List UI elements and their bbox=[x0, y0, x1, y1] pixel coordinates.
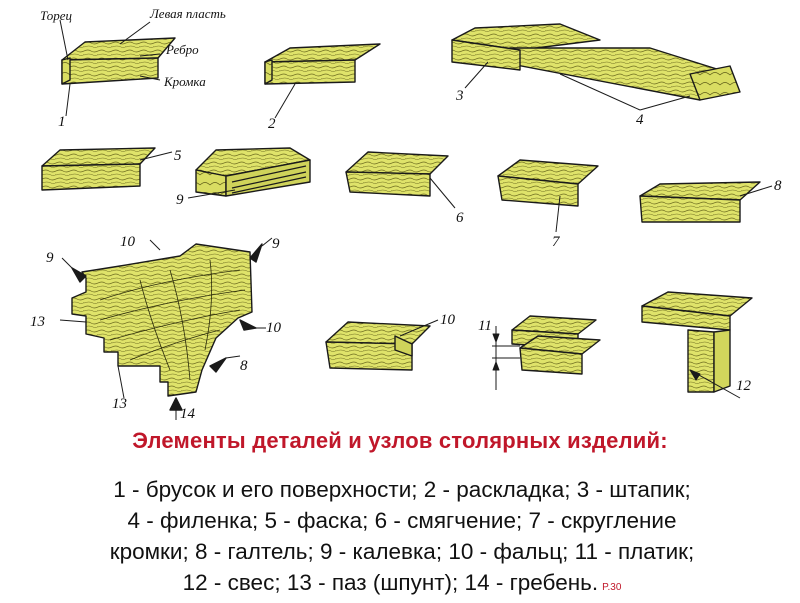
label-6: 6 bbox=[456, 210, 464, 226]
page-ref: P.30 bbox=[602, 582, 622, 593]
caption-line-last: 12 - свес; 13 - паз (шпунт); 14 - гребен… bbox=[14, 567, 790, 603]
label-9b: 9 bbox=[46, 250, 54, 266]
cove-piece-8 bbox=[639, 181, 761, 223]
label-torets: Торец bbox=[40, 8, 73, 23]
label-2: 2 bbox=[268, 116, 276, 132]
label-4: 4 bbox=[636, 112, 644, 128]
label-13b: 13 bbox=[112, 396, 127, 412]
overhang-piece-12 bbox=[641, 291, 753, 393]
chamfer-piece-5 bbox=[41, 147, 156, 191]
caption-line-text: 12 - свес; 13 - паз (шпунт); 14 - гребен… bbox=[182, 570, 599, 595]
rounded-edge-piece-7 bbox=[497, 159, 599, 207]
label-kromka: Кромка bbox=[163, 74, 206, 89]
label-3: 3 bbox=[455, 88, 464, 104]
panel-piece-3-4 bbox=[451, 23, 741, 101]
label-9c: 9 bbox=[272, 236, 280, 252]
caption-line: 1 - брусок и его поверхности; 2 - раскла… bbox=[113, 477, 691, 502]
label-11: 11 bbox=[478, 318, 492, 334]
platik-piece-11 bbox=[511, 315, 601, 375]
label-plast: Левая пласть bbox=[149, 6, 226, 21]
label-8a: 8 bbox=[774, 178, 782, 194]
strip-piece-2 bbox=[264, 43, 381, 85]
overhang-dimension bbox=[689, 369, 741, 399]
label-10c: 10 bbox=[440, 312, 456, 328]
label-rebro: Ребро bbox=[165, 42, 199, 57]
softened-piece-6 bbox=[345, 151, 449, 197]
rebate-piece-10 bbox=[325, 321, 431, 371]
panel-arrows bbox=[71, 243, 263, 411]
bar-1-leader-lines bbox=[59, 19, 161, 117]
label-1: 1 bbox=[58, 114, 66, 130]
label-7: 7 bbox=[552, 234, 561, 250]
molding-piece-9 bbox=[195, 147, 311, 197]
label-10a: 10 bbox=[120, 234, 136, 250]
figure-labels: Торец Левая пласть Ребро Кромка 1 2 3 4 … bbox=[30, 6, 782, 420]
caption-line: 4 - филенка; 5 - фаска; 6 - смягчение; 7… bbox=[127, 508, 677, 533]
bar-piece-1 bbox=[61, 37, 176, 85]
joinery-elements-figure: Торец Левая пласть Ребро Кромка 1 2 3 4 … bbox=[30, 6, 782, 420]
panel-groove-tongue bbox=[71, 243, 253, 397]
label-14: 14 bbox=[180, 406, 196, 420]
caption-line: кромки; 8 - галтель; 9 - калевка; 10 - ф… bbox=[109, 539, 695, 564]
label-5: 5 bbox=[174, 148, 182, 164]
caption-title: Элементы деталей и узлов столярных издел… bbox=[132, 428, 668, 453]
caption-text: 1 - брусок и его поверхности; 2 - раскла… bbox=[14, 474, 790, 603]
label-8b: 8 bbox=[240, 358, 248, 374]
label-10b: 10 bbox=[266, 320, 282, 336]
label-9a: 9 bbox=[176, 192, 184, 208]
label-13a: 13 bbox=[30, 314, 45, 330]
platik-dimension bbox=[492, 326, 520, 390]
label-12: 12 bbox=[736, 378, 752, 394]
